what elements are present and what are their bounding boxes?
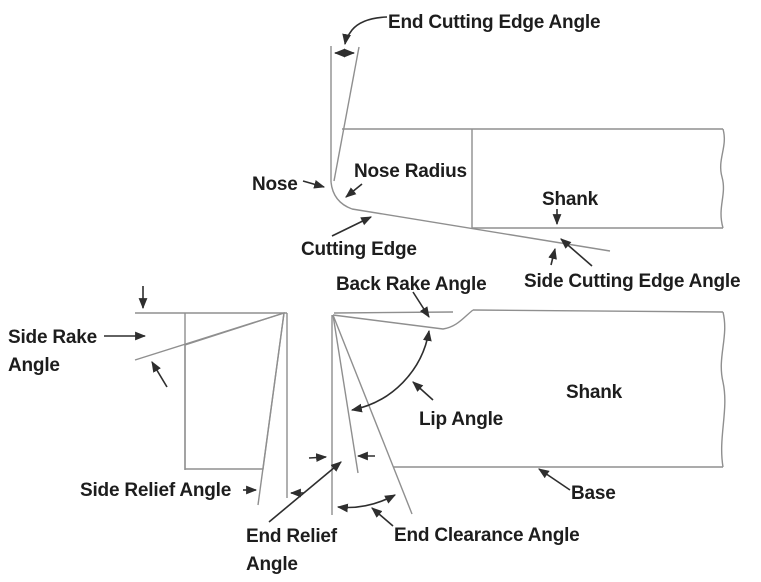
base-label: Base bbox=[571, 483, 616, 504]
side-relief-angle-label: Side Relief Angle bbox=[80, 480, 232, 501]
top-view-drawing bbox=[330, 46, 725, 252]
rake-face-line bbox=[332, 309, 474, 330]
back-rake-angle-label: Back Rake Angle bbox=[336, 274, 487, 295]
end-cutting-edge-angle-label: End Cutting Edge Angle bbox=[388, 12, 601, 33]
side-cutting-edge-angle-leader-2 bbox=[548, 247, 557, 266]
end-cutting-edge-line bbox=[333, 46, 360, 182]
base-leader bbox=[538, 468, 571, 491]
lip-angle-label: Lip Angle bbox=[419, 409, 504, 430]
lip-angle-arc bbox=[350, 329, 432, 413]
end-clearance-angle-label: End Clearance Angle bbox=[394, 525, 580, 546]
nose-radius-label: Nose Radius bbox=[354, 161, 467, 182]
lip-angle-leader bbox=[412, 381, 434, 401]
end-cutting-edge-angle-leader bbox=[342, 16, 388, 46]
side-rake-angle-label: Side Rake Angle bbox=[8, 327, 98, 376]
end-relief-angle-label: End Relief Angle bbox=[246, 526, 337, 575]
back-rake-ref-line bbox=[333, 311, 454, 314]
end-relief-angle-leader bbox=[268, 461, 342, 523]
break-line-plan bbox=[720, 128, 725, 229]
side-flank-line bbox=[257, 312, 285, 506]
shank-top-view-label: Shank bbox=[542, 189, 599, 210]
end-flank-line bbox=[332, 314, 359, 474]
end-clearance-angle-leader bbox=[371, 507, 394, 527]
cutting-edge-label: Cutting Edge bbox=[301, 239, 417, 260]
side-rake-section-drawing bbox=[134, 311, 288, 506]
shank-side-view-label: Shank bbox=[566, 382, 623, 403]
cutting-edge-leader bbox=[331, 216, 372, 237]
side-view-drawing bbox=[331, 309, 726, 515]
end-clearance-angle-dimension-arc bbox=[336, 494, 396, 513]
side-cutting-edge-angle-label: Side Cutting Edge Angle bbox=[524, 271, 741, 292]
nose-radius-curve bbox=[330, 181, 353, 210]
shank-top-edge-side bbox=[472, 309, 724, 313]
side-cutting-edge-angle-leader-1 bbox=[560, 238, 593, 267]
back-rake-angle-leader bbox=[412, 291, 430, 318]
nose-radius-leader bbox=[345, 183, 363, 198]
annotation-arrows bbox=[104, 16, 593, 527]
hatched-section bbox=[184, 311, 285, 470]
nose-leader bbox=[302, 180, 326, 189]
nose-label: Nose bbox=[252, 174, 298, 195]
end-clearance-line bbox=[332, 314, 413, 515]
side-rake-face-leader bbox=[151, 361, 168, 388]
end-relief-dimension-arrow-left bbox=[308, 453, 328, 462]
break-line-side bbox=[720, 311, 726, 468]
side-rake-face-line bbox=[134, 312, 285, 361]
